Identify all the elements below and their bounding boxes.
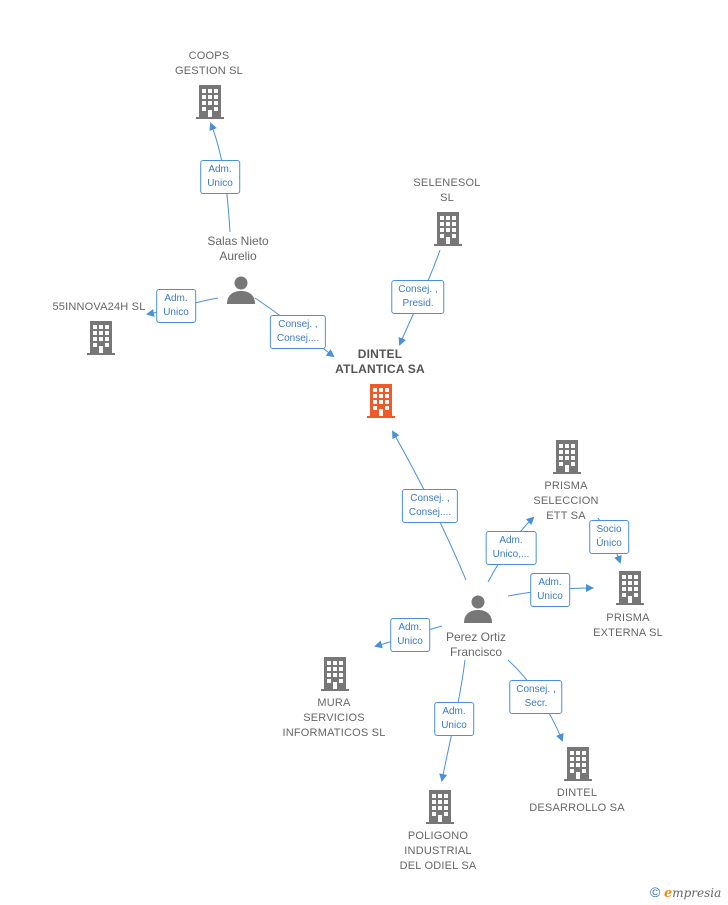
- node-selenesol-label[interactable]: SELENESOL SL: [413, 177, 481, 204]
- node-dintel-atlantica-label[interactable]: DINTEL ATLANTICA SA: [335, 347, 425, 376]
- empresia-logo: © empresia: [650, 884, 722, 901]
- building-icon[interactable]: [432, 211, 464, 247]
- node-innova-label[interactable]: 55INNOVA24H SL: [52, 301, 146, 313]
- relation-perez-prisma-externa[interactable]: Adm. Unico: [530, 573, 570, 607]
- relation-perez-dintel[interactable]: Consej. , Consej....: [401, 489, 459, 523]
- building-icon[interactable]: [365, 383, 397, 419]
- relation-perez-dintel-desarrollo[interactable]: Consej. , Secr.: [509, 680, 563, 714]
- building-icon[interactable]: [614, 570, 646, 606]
- relation-perez-prisma-seleccion[interactable]: Adm. Unico,...: [485, 531, 537, 565]
- node-mura-label[interactable]: MURA SERVICIOS INFORMATICOS SL: [282, 697, 386, 739]
- node-coops-label[interactable]: COOPS GESTION SL: [174, 50, 244, 77]
- building-icon[interactable]: [319, 656, 351, 692]
- building-icon[interactable]: [424, 789, 456, 825]
- building-icon[interactable]: [562, 746, 594, 782]
- building-icon[interactable]: [194, 84, 226, 120]
- node-salas-label[interactable]: Salas Nieto Aurelio: [207, 234, 269, 263]
- relation-salas-coops[interactable]: Adm. Unico: [200, 160, 240, 194]
- node-prisma-externa-label[interactable]: PRISMA EXTERNA SL: [593, 612, 663, 639]
- relation-prisma-sel-externa[interactable]: Socio Único: [589, 520, 629, 554]
- building-icon[interactable]: [551, 439, 583, 475]
- relation-perez-mura[interactable]: Adm. Unico: [390, 618, 430, 652]
- person-icon[interactable]: [225, 273, 257, 305]
- relation-perez-poligono[interactable]: Adm. Unico: [434, 702, 474, 736]
- person-icon[interactable]: [462, 592, 494, 624]
- building-icon[interactable]: [85, 320, 117, 356]
- relation-salas-dintel[interactable]: Consej. , Consej....: [269, 315, 327, 349]
- node-poligono-label[interactable]: POLIGONO INDUSTRIAL DEL ODIEL SA: [399, 830, 477, 872]
- relation-selenesol-dintel[interactable]: Consej. , Presid.: [391, 280, 445, 314]
- copyright-icon: ©: [650, 884, 661, 900]
- node-dintel-desarrollo-label[interactable]: DINTEL DESARROLLO SA: [529, 787, 625, 814]
- node-prisma-seleccion-label[interactable]: PRISMA SELECCION ETT SA: [533, 480, 599, 522]
- relation-salas-innova[interactable]: Adm. Unico: [156, 289, 196, 323]
- node-perez-label[interactable]: Perez Ortiz Francisco: [445, 630, 507, 659]
